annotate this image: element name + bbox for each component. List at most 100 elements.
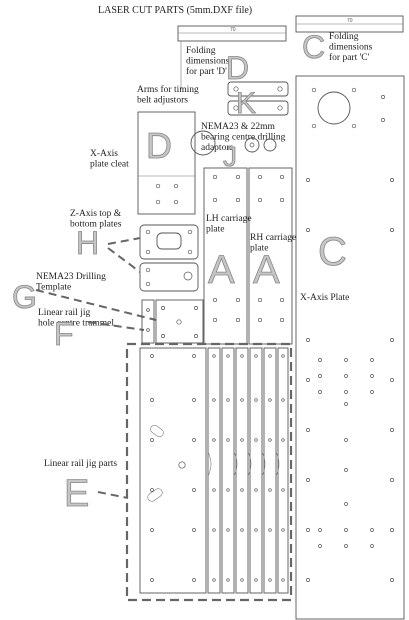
drill-hole bbox=[318, 374, 322, 378]
drill-hole bbox=[306, 378, 310, 382]
drill-hole bbox=[281, 398, 285, 402]
drill-hole bbox=[150, 488, 154, 492]
label-line: Z-Axis top & bbox=[70, 209, 122, 219]
drill-hole bbox=[254, 528, 258, 532]
letter-c-top: C bbox=[302, 29, 325, 65]
drill-hole bbox=[240, 488, 244, 492]
linear-jig-parts bbox=[139, 347, 289, 594]
drill-hole bbox=[370, 528, 374, 532]
letter-a-left: A bbox=[208, 248, 235, 292]
drill-hole bbox=[226, 528, 230, 532]
drill-hole bbox=[240, 438, 244, 442]
drill-hole bbox=[150, 578, 154, 582]
drill-hole bbox=[344, 502, 348, 506]
drill-hole bbox=[192, 398, 196, 402]
label-line: X-Axis bbox=[90, 149, 118, 159]
label-line: plate bbox=[206, 225, 224, 235]
drill-hole bbox=[212, 438, 216, 442]
letter-a-right: A bbox=[253, 248, 280, 292]
sheet-title: LASER CUT PARTS (5mm.DXF file) bbox=[98, 5, 252, 16]
drill-hole bbox=[150, 354, 154, 358]
drill-hole bbox=[254, 578, 258, 582]
label-line: hole centre trammel bbox=[38, 319, 114, 329]
label-line: adaptors bbox=[201, 143, 233, 153]
drill-hole bbox=[390, 528, 394, 532]
drill-hole bbox=[281, 488, 285, 492]
folding-dimensions-d: 70 bbox=[177, 25, 287, 90]
drill-hole bbox=[318, 528, 322, 532]
drill-hole bbox=[318, 544, 322, 548]
drill-hole bbox=[212, 354, 216, 358]
dimension-c-value: 70 bbox=[347, 18, 353, 24]
drill-hole bbox=[192, 528, 196, 532]
letter-d-top: D bbox=[226, 50, 249, 86]
letter-c-main: C bbox=[318, 230, 347, 274]
drill-hole bbox=[226, 398, 230, 402]
drill-hole bbox=[192, 578, 196, 582]
drill-hole bbox=[344, 438, 348, 442]
drill-hole bbox=[318, 358, 322, 362]
label-x-axis-plate: X-Axis Plate bbox=[300, 293, 349, 303]
drill-hole bbox=[212, 578, 216, 582]
drill-hole bbox=[306, 428, 310, 432]
label-line: Linear rail jig bbox=[38, 308, 90, 318]
drill-hole bbox=[268, 438, 272, 442]
drill-hole bbox=[306, 528, 310, 532]
drill-hole bbox=[240, 528, 244, 532]
drill-hole bbox=[268, 488, 272, 492]
letter-g: G bbox=[12, 279, 37, 315]
letter-j: J bbox=[223, 141, 237, 172]
label-line: dimensions bbox=[329, 43, 373, 53]
drill-hole bbox=[226, 354, 230, 358]
drill-hole bbox=[150, 528, 154, 532]
drill-hole bbox=[240, 354, 244, 358]
drill-hole bbox=[344, 528, 348, 532]
leader-g bbox=[35, 289, 157, 321]
drill-hole bbox=[212, 398, 216, 402]
drill-hole bbox=[226, 438, 230, 442]
drill-hole bbox=[192, 354, 196, 358]
drill-hole bbox=[344, 402, 348, 406]
label-line: Folding bbox=[186, 46, 216, 56]
drill-hole bbox=[226, 488, 230, 492]
letter-f: F bbox=[54, 316, 74, 352]
z-axis-plates bbox=[139, 224, 199, 292]
label-line: RH carriage bbox=[250, 233, 296, 243]
x-axis-plate-c bbox=[295, 75, 405, 620]
drill-hole bbox=[344, 374, 348, 378]
drill-hole bbox=[254, 398, 258, 402]
drill-hole bbox=[344, 544, 348, 548]
drill-hole bbox=[390, 178, 394, 182]
drill-hole bbox=[281, 578, 285, 582]
drill-hole bbox=[192, 488, 196, 492]
drill-hole bbox=[150, 398, 154, 402]
drill-hole bbox=[254, 438, 258, 442]
label-line: Folding bbox=[329, 32, 359, 42]
drill-hole bbox=[192, 438, 196, 442]
nema23-drilling-template bbox=[155, 299, 204, 344]
drill-hole bbox=[306, 228, 310, 232]
label-line: belt adjustors bbox=[137, 96, 188, 106]
label-line: for part 'C' bbox=[329, 52, 370, 63]
label-linear-jig-parts: Linear rail jig parts bbox=[44, 459, 117, 469]
drill-hole bbox=[268, 354, 272, 358]
label-line: NEMA23 Drilling bbox=[36, 272, 106, 282]
drill-hole bbox=[150, 438, 154, 442]
drill-hole bbox=[212, 528, 216, 532]
drill-hole bbox=[281, 354, 285, 358]
label-line: bottom plates bbox=[70, 220, 122, 230]
drill-hole bbox=[390, 478, 394, 482]
drill-hole bbox=[344, 358, 348, 362]
drill-hole bbox=[306, 478, 310, 482]
x-axis-plate-cleat bbox=[137, 111, 196, 215]
drill-hole bbox=[370, 544, 374, 548]
drill-hole bbox=[390, 228, 394, 232]
